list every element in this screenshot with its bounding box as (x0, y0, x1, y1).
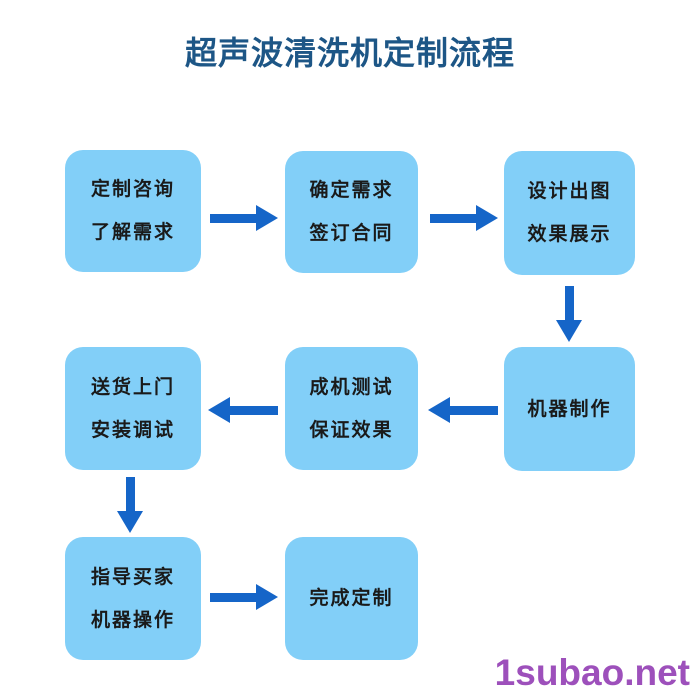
flow-box-line: 机器制作 (527, 398, 612, 420)
flow-box-line: 了解需求 (90, 222, 175, 243)
arrow-shaft (125, 477, 135, 511)
flow-box-consult: 定制咨询 了解需求 (65, 150, 201, 272)
flow-box-line: 定制咨询 (90, 179, 175, 200)
arrow-right-icon (430, 205, 498, 231)
arrow-head (556, 320, 582, 342)
watermark-text: 1subao.net (494, 652, 690, 693)
arrow-down-icon (556, 286, 582, 342)
flow-box-complete: 完成定制 (285, 537, 418, 660)
page-title: 超声波清洗机定制流程 (184, 35, 515, 71)
flow-box-line: 确定需求 (309, 180, 394, 201)
arrow-head (476, 205, 498, 231)
arrow-head (256, 584, 278, 610)
flow-box-line: 保证效果 (309, 419, 394, 441)
arrow-shaft (564, 286, 574, 320)
flow-box-line: 机器操作 (90, 609, 175, 631)
arrow-left-icon (208, 397, 278, 423)
flow-box-line: 送货上门 (90, 376, 175, 398)
flow-box-line: 指导买家 (90, 566, 175, 588)
flow-box-line: 设计出图 (527, 181, 612, 202)
flow-box-design: 设计出图 效果展示 (504, 151, 635, 275)
arrow-shaft (230, 405, 278, 415)
flow-box-manufacture: 机器制作 (504, 347, 635, 471)
arrow-shaft (210, 213, 256, 223)
arrow-shaft (430, 213, 476, 223)
arrow-right-icon (210, 584, 278, 610)
arrow-left-icon (428, 397, 498, 423)
arrow-head (208, 397, 230, 423)
flow-box-confirm: 确定需求 签订合同 (285, 151, 418, 273)
flow-box-delivery: 送货上门 安装调试 (65, 347, 201, 470)
arrow-down-icon (117, 477, 143, 533)
arrow-head (428, 397, 450, 423)
arrow-head (117, 511, 143, 533)
arrow-right-icon (210, 205, 278, 231)
flow-box-testing: 成机测试 保证效果 (285, 347, 418, 470)
flow-box-line: 完成定制 (309, 588, 394, 609)
arrow-head (256, 205, 278, 231)
flow-box-line: 成机测试 (309, 376, 394, 398)
flow-box-line: 效果展示 (527, 224, 612, 245)
arrow-shaft (450, 405, 498, 415)
flow-box-line: 安装调试 (90, 419, 175, 441)
flow-box-line: 签订合同 (309, 223, 394, 244)
flow-box-training: 指导买家 机器操作 (65, 537, 201, 660)
arrow-shaft (210, 592, 256, 602)
